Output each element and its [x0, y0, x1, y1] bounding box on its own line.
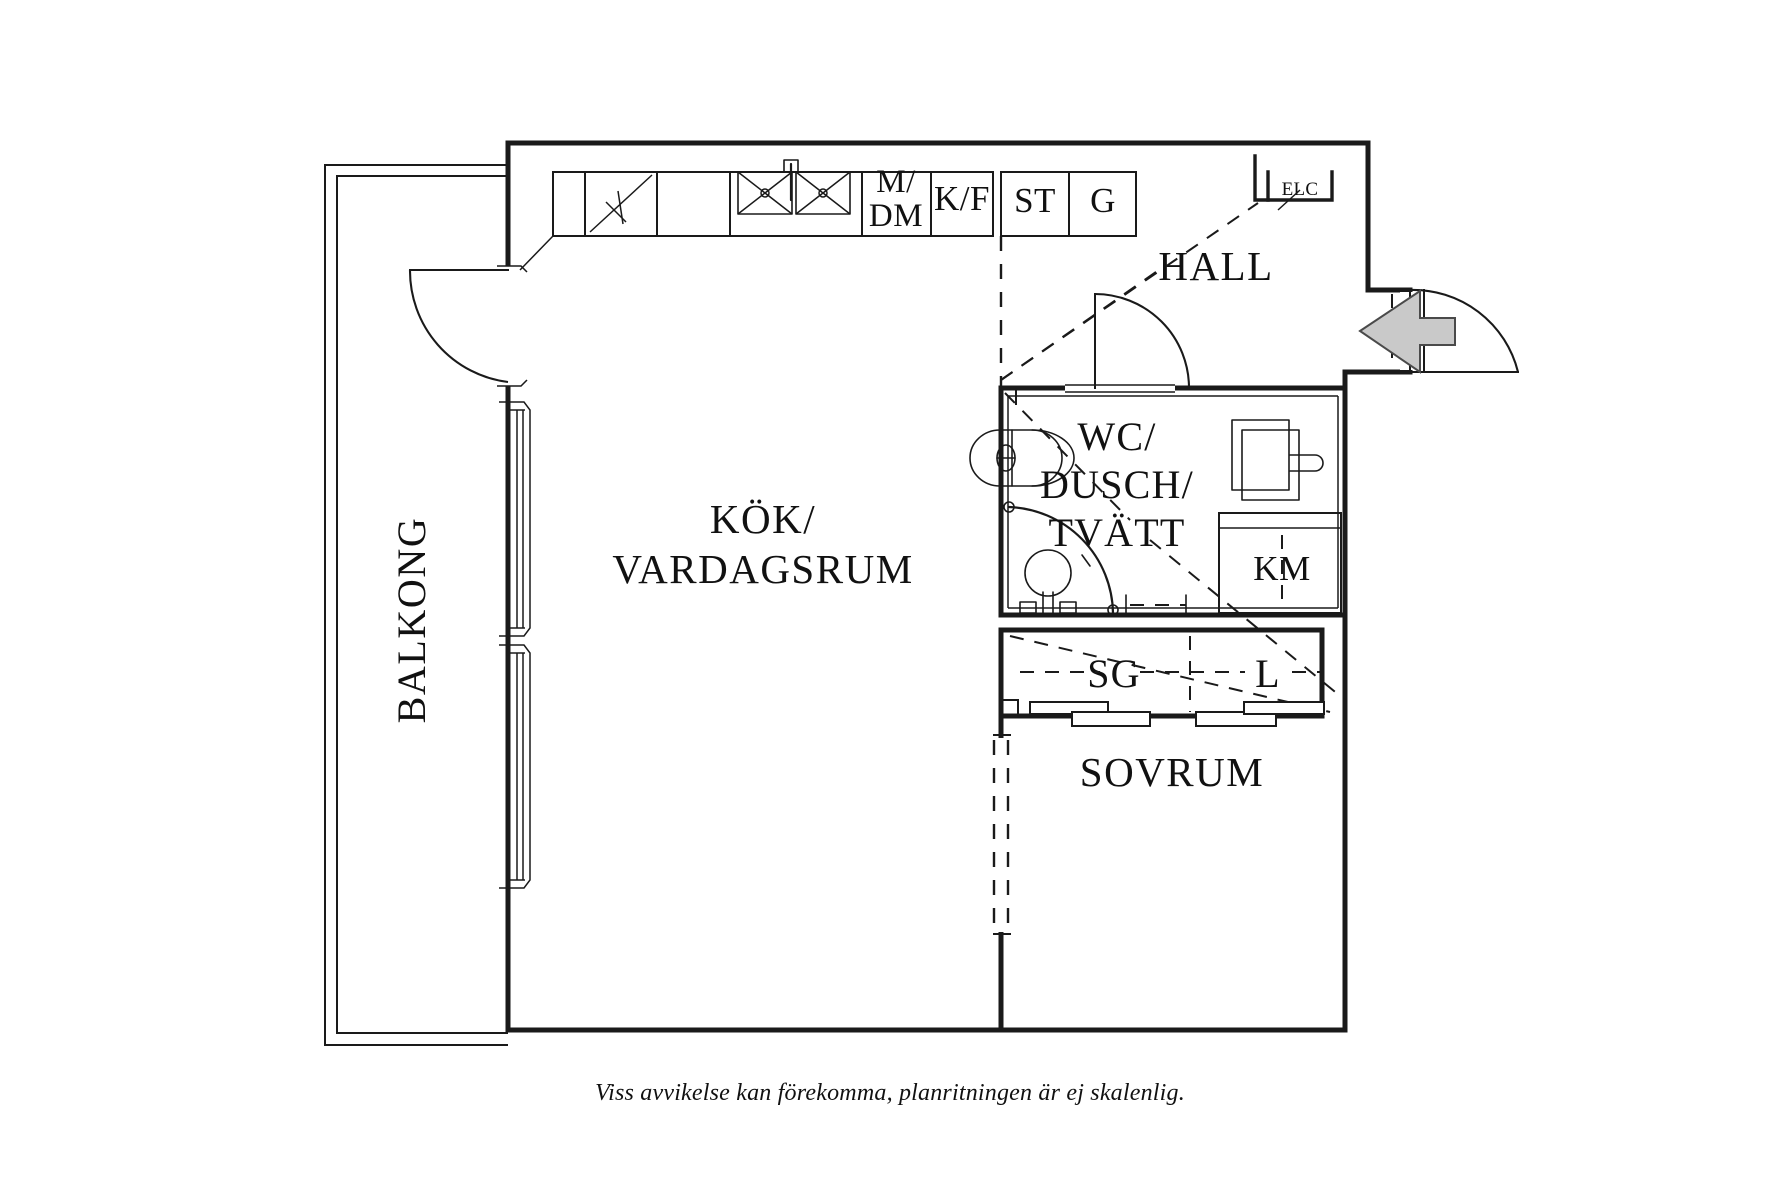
- balcony-door-swing-arc: [408, 269, 509, 384]
- entrance-direction-arrow: [1358, 289, 1456, 374]
- closet-sliding-door-4: [1243, 701, 1325, 715]
- bedroom-group: SOVRUM: [1080, 749, 1264, 795]
- room-label-wc-line1: WC/: [1077, 414, 1156, 459]
- closet-sg-l-group: SG L: [1000, 635, 1331, 727]
- window-upper-group: [499, 401, 531, 637]
- balcony-door-jamb-top: [497, 265, 528, 273]
- mirror-cabinet-outer: [1231, 419, 1290, 491]
- shower-curtain-rail: [1007, 505, 1115, 615]
- sink-drain-left: [760, 188, 770, 198]
- balcony-railing-inner: [336, 175, 508, 1034]
- washing-machine-box: [1218, 512, 1342, 614]
- room-label-hall: HALL: [1158, 243, 1273, 289]
- toilet-icon: [969, 429, 1075, 487]
- window-lower-group: [499, 644, 531, 889]
- window-lower-frame-out: [499, 644, 531, 889]
- closet-sliding-door-3: [1195, 711, 1277, 727]
- kitchen-sink-double: [737, 159, 851, 215]
- closets-st-g-group: ST G: [1000, 171, 1137, 237]
- washbasin-bowl: [1024, 549, 1072, 597]
- cabinet-label-dm: DM: [869, 198, 923, 234]
- balcony-door-jamb-bottom: [497, 379, 528, 387]
- mirror-cabinet-inner: [1241, 429, 1300, 501]
- washing-machine-group: KM: [1218, 512, 1342, 614]
- bedroom-sliding-gap: [996, 738, 1006, 932]
- toilet-bowl: [969, 429, 1063, 487]
- wall-details-group: [1000, 387, 1339, 609]
- window-upper-frame-out: [499, 401, 531, 637]
- bathroom-guide-diagonal-1: [1004, 392, 1131, 521]
- room-label-balkong: BALKONG: [389, 517, 434, 724]
- stove-diagonal-icon: [589, 174, 653, 233]
- shower-rail-end-left: [1003, 501, 1015, 513]
- sink-basin-left-x: [737, 171, 793, 215]
- stove-tick2-icon: [617, 190, 624, 225]
- hall-group: HALL: [1000, 202, 1273, 381]
- closet-sliding-door-2: [1071, 711, 1151, 727]
- mirror-cabinet-icon: [1231, 419, 1324, 501]
- balcony-group: BALKONG: [324, 164, 508, 1046]
- washbasin-pedestal: [1042, 591, 1054, 614]
- cabinet-label-kf: K/F: [934, 179, 990, 218]
- balcony-door-group: [408, 265, 528, 387]
- closet-st-g-outline: [1000, 171, 1137, 237]
- elc-panel-leader: [1277, 189, 1301, 211]
- kitchen-counter-group: M/ DM K/F: [519, 159, 994, 271]
- closet-label-st: ST: [1014, 181, 1056, 220]
- washbasin-icon: [1019, 549, 1077, 614]
- room-label-vardagsrum: VARDAGSRUM: [612, 546, 913, 592]
- sink-drain-right: [818, 188, 828, 198]
- room-label-sovrum: SOVRUM: [1080, 749, 1264, 795]
- room-label-kok: KÖK/: [710, 496, 816, 542]
- bathroom-door-swing-arc: [1094, 292, 1191, 389]
- closet-label-l: L: [1255, 651, 1281, 696]
- shower-icon: [1003, 501, 1119, 616]
- plan-disclaimer-caption: Viss avvikelse kan förekomma, planritnin…: [595, 1080, 1185, 1106]
- electrical-panel-group: ELC: [1253, 154, 1334, 211]
- hall-diagonal-guide-2: [1000, 271, 1157, 381]
- shower-rail-tick: [1081, 554, 1091, 567]
- entrance-group[interactable]: [1358, 288, 1520, 374]
- bathroom-fixtures-group: KM WC/ DUSCH/ TVÄTT: [969, 392, 1346, 701]
- closet-jamb-notch: [1000, 699, 1019, 717]
- closet-diagonal-guide: [1009, 635, 1331, 713]
- kitchen-counter-chamfer: [519, 235, 554, 271]
- electrical-panel-label: ELC: [1282, 179, 1319, 200]
- bathroom-guide-diagonal-2: [1149, 539, 1346, 701]
- closet-label-sg: SG: [1087, 651, 1141, 696]
- kitchen-counter-outline: [552, 171, 994, 237]
- balcony-door-opening: [498, 266, 520, 386]
- elc-panel-box: [1266, 170, 1334, 202]
- sink-basin-right: [795, 171, 851, 215]
- cabinet-label-m: M/: [876, 164, 916, 200]
- sink-basin-right-x: [795, 171, 851, 215]
- bathroom-doorway-gap: [1065, 383, 1175, 394]
- room-label-wc-line2: DUSCH/: [1040, 462, 1194, 507]
- hall-left-jog: [1000, 387, 1017, 405]
- room-label-wc-line3: TVÄTT: [1048, 510, 1185, 555]
- kitchen-livingroom-label-group: KÖK/ VARDAGSRUM: [612, 496, 913, 592]
- toilet-seat: [1031, 429, 1075, 487]
- balcony-railing-outer: [324, 164, 508, 1046]
- closet-label-g: G: [1090, 181, 1116, 220]
- shower-rail-end-bottom: [1107, 604, 1119, 616]
- mirror-cabinet-handle: [1289, 454, 1324, 472]
- interior-walls-group: [992, 236, 1348, 1033]
- front-door-swing-arc: [1409, 288, 1520, 373]
- elc-panel-left-stub: [1253, 154, 1270, 202]
